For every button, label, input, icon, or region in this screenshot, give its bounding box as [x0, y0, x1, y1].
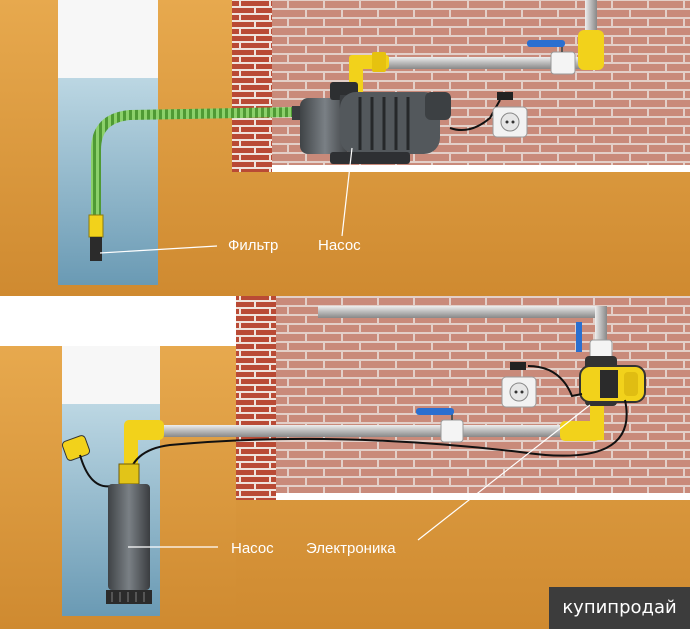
bottom-electronics-controller [579, 356, 646, 406]
top-wall-column [232, 0, 272, 172]
top-yellow-corner-fitting [578, 30, 604, 70]
top-horizontal-pipe [385, 57, 590, 69]
electronics-label: Электроника [306, 540, 396, 557]
top-scene [0, 0, 690, 296]
bottom-upper-valve-handle [576, 322, 582, 352]
top-well-water [58, 78, 158, 285]
top-pump-label: Насос [318, 237, 361, 254]
bottom-socket-cord [527, 365, 583, 398]
bottom-wall-column [236, 296, 276, 500]
watermark: купипродай [549, 587, 690, 629]
top-yellow-coupling [372, 52, 386, 72]
bottom-well-elbow [124, 420, 164, 440]
bottom-submersible-pump [106, 463, 152, 604]
bottom-valve-handle [416, 408, 454, 415]
top-suction-hose [91, 107, 299, 215]
bottom-top-pipe [318, 306, 598, 318]
bottom-electronics-callout [417, 404, 591, 541]
top-valve-handle [527, 40, 565, 47]
bottom-pump-label: Насос [231, 540, 274, 557]
top-filter-body [90, 237, 102, 261]
bottom-plug [510, 362, 526, 370]
bottom-valve-body [440, 419, 464, 443]
bottom-floor [276, 493, 690, 500]
top-pump-callout [341, 147, 353, 237]
bottom-scene [0, 296, 690, 629]
top-floor [272, 165, 690, 172]
top-filter [88, 214, 104, 238]
bottom-supply-pipe [128, 425, 598, 437]
bottom-float-switch [61, 435, 91, 461]
top-power-cord [449, 99, 501, 131]
top-plug [497, 92, 513, 100]
bottom-pump-cable [127, 399, 628, 483]
top-filter-callout [99, 245, 218, 254]
top-surface-pump [292, 82, 451, 164]
filter-label: Фильтр [228, 237, 279, 254]
top-valve-body [550, 51, 576, 75]
